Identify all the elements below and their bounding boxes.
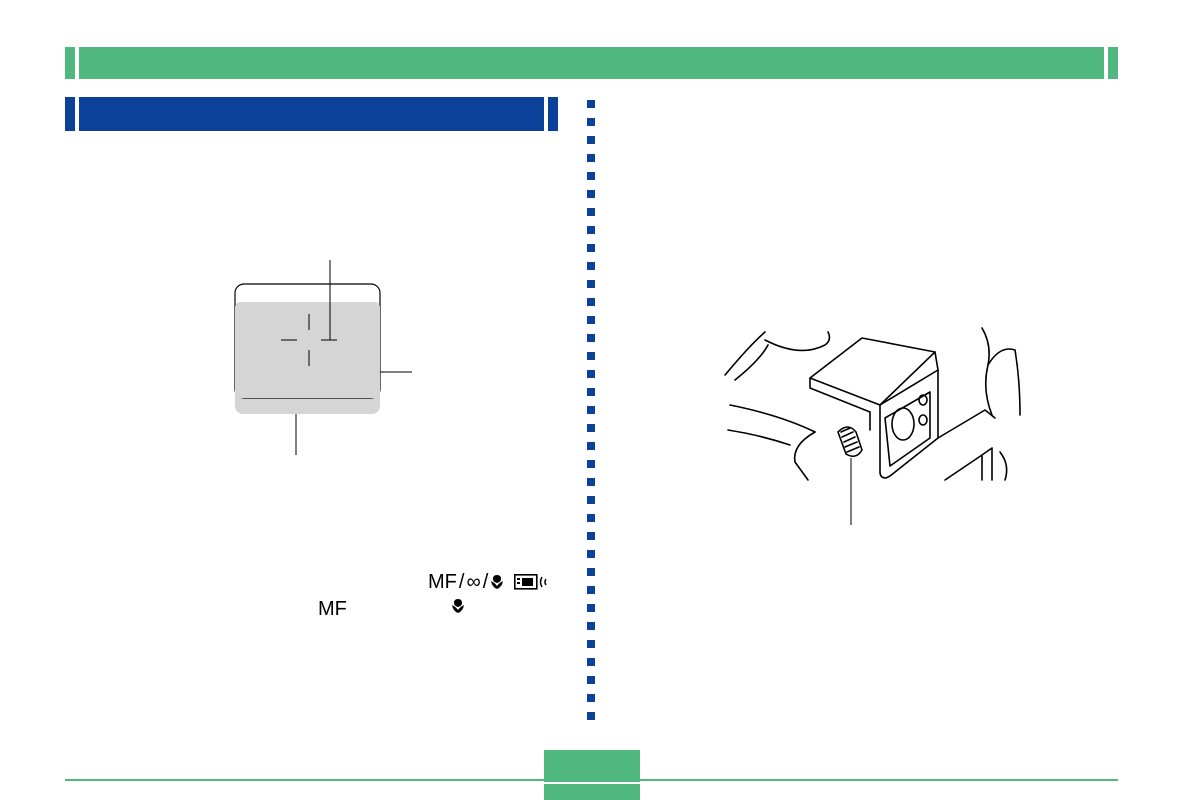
divider-dot: [587, 424, 595, 432]
autofocus-frame-icon: [514, 574, 547, 590]
camera-viewfinder-illustration: [724, 327, 1021, 525]
divider-dot: [587, 406, 595, 414]
divider-dot: [587, 100, 595, 108]
section-bar-left-edge: [75, 97, 79, 131]
section-bar-right-edge: [544, 97, 548, 131]
manual-focus-text: MF: [318, 598, 347, 620]
page-number-tab: [544, 750, 640, 782]
icon-separator: /: [458, 570, 465, 593]
divider-dot: [587, 316, 595, 324]
divider-dot: [587, 676, 595, 684]
divider-dot: [587, 640, 595, 648]
infinity-icon: ∞: [466, 570, 481, 593]
divider-dot: [587, 118, 595, 126]
divider-dot: [587, 352, 595, 360]
hand-outline-icon: [764, 331, 831, 352]
monitor-screen-illustration: [234, 260, 412, 455]
page-number-tab-base: [544, 784, 640, 800]
divider-dot: [587, 694, 595, 702]
header-bar-left-edge: [75, 47, 79, 79]
divider-dot: [587, 514, 595, 522]
divider-dot: [587, 370, 595, 378]
divider-dot: [587, 154, 595, 162]
monitor-display-area: [235, 302, 380, 398]
macro-flower-icon: [491, 575, 504, 589]
macro-flower-icon-inline: [452, 599, 464, 613]
chapter-header-bar: [65, 47, 1118, 79]
divider-dot: [587, 298, 595, 306]
section-title-bar: [65, 97, 558, 131]
divider-dot: [587, 712, 595, 720]
divider-dot: [587, 172, 595, 180]
divider-dot: [587, 208, 595, 216]
divider-dot: [587, 334, 595, 342]
divider-dot: [587, 262, 595, 270]
divider-dot: [587, 442, 595, 450]
strap-curve-icon: [724, 331, 766, 376]
divider-dot: [587, 604, 595, 612]
eyepiece-lens-icon: [891, 407, 915, 441]
column-divider: [585, 100, 597, 725]
divider-dot: [587, 658, 595, 666]
divider-dot: [587, 550, 595, 558]
divider-dot: [587, 190, 595, 198]
divider-dot: [587, 496, 595, 504]
divider-dot: [587, 478, 595, 486]
divider-dot: [587, 622, 595, 630]
divider-dot: [587, 586, 595, 594]
diopter-dial-icon: [837, 426, 863, 458]
icon-separator: /: [482, 570, 489, 593]
focus-mode-icons: MF/∞/: [428, 570, 550, 594]
divider-dot: [587, 136, 595, 144]
divider-dot: [587, 244, 595, 252]
divider-dot: [587, 280, 595, 288]
divider-dot: [587, 532, 595, 540]
divider-dot: [587, 388, 595, 396]
focus-frame-icon: [281, 314, 337, 366]
divider-dot: [587, 568, 595, 576]
header-bar-right-edge: [1104, 47, 1108, 79]
divider-dot: [587, 460, 595, 468]
divider-dot: [587, 226, 595, 234]
manual-focus-label: MF: [428, 570, 457, 593]
